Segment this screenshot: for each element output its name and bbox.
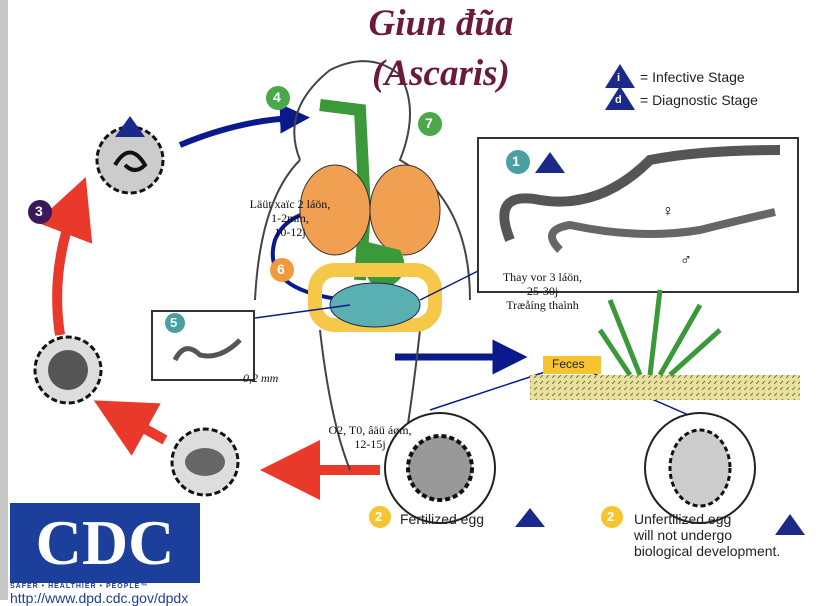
note-line: O2, T0, âäü áøm, (328, 423, 412, 437)
egg-morula (33, 335, 103, 405)
step-3: 3 (35, 203, 43, 219)
note-line: 10-12j (274, 225, 306, 239)
small-intestine (329, 282, 421, 328)
legend-d-symbol: d (615, 94, 622, 106)
grass (597, 289, 722, 377)
infective-stage-icon (605, 64, 635, 88)
diagnostic-stage-icon (515, 508, 545, 527)
cdc-url-link[interactable]: http://www.dpd.cdc.gov/dpdx (10, 590, 189, 606)
right-lung (369, 164, 441, 256)
cdc-logo-text: CDC (35, 507, 175, 578)
human-body-outline (254, 60, 471, 471)
step-5: 5 (170, 315, 178, 330)
legend-diagnostic: = Diagnostic Stage (640, 92, 758, 108)
note-line: 1-2mm, (271, 211, 309, 225)
soil (530, 375, 800, 400)
note-line: 12-15j (354, 437, 386, 451)
note-line: Træåíng thaình (506, 298, 579, 312)
step-1: 1 (512, 153, 520, 169)
cdc-logo: CDC (10, 503, 200, 583)
lung-note: Läüt xaïc 2 láön, 1-2mm, 10-12j (235, 197, 345, 239)
unfertilized-egg-label: Unfertilized egg will not undergo biolog… (634, 511, 780, 559)
note-line: 25-30j (526, 284, 559, 298)
step-6: 6 (277, 261, 285, 277)
pointer-line (254, 269, 701, 421)
adult-worm-female (499, 145, 781, 242)
label-line: Unfertilized egg (634, 511, 732, 527)
legend-infective: = Infective Stage (640, 69, 745, 85)
larva-size-note: 0,2 mm (243, 371, 279, 385)
label-line: biological development. (634, 543, 781, 559)
feces-box (543, 356, 601, 374)
larva (172, 338, 242, 362)
step-2-fertilized: 2 (375, 509, 383, 524)
title-line-1: Giun đũa (368, 3, 514, 44)
egg-two-cell (170, 427, 240, 497)
step-7: 7 (425, 115, 433, 131)
infective-stage-icon (115, 116, 145, 137)
egg-development-note: O2, T0, âäü áøm, 12-15j (310, 423, 430, 451)
diagnostic-stage-icon (535, 152, 565, 173)
note-line: Läüt xaïc 2 láön, (249, 197, 331, 211)
step-2-unfertilized: 2 (607, 509, 615, 524)
note-line: Thay vor 3 láön, (502, 270, 583, 284)
left-edge-strip (0, 0, 8, 600)
diagnostic-stage-icon (605, 86, 635, 110)
adult-worm-male (548, 208, 776, 253)
fertilized-egg-label: Fertilized egg (400, 511, 485, 527)
cdc-tagline: SAFER • HEALTHIER • PEOPLE™ (10, 583, 149, 590)
feces-label: Feces (552, 357, 585, 371)
step-4: 4 (273, 89, 281, 105)
title-line-2: (Ascaris) (372, 53, 510, 94)
legend-i-symbol: i (617, 72, 621, 84)
cycle-arrow (93, 400, 168, 456)
cycle-arrow (36, 176, 93, 336)
adult-note: Thay vor 3 láön, 25-30j Træåíng thaình (485, 270, 600, 312)
female-symbol: ♀ (662, 203, 674, 220)
label-line: will not undergo (634, 527, 733, 543)
body-arrow (178, 103, 310, 148)
male-symbol: ♂ (680, 252, 692, 269)
diagnostic-stage-icon (775, 514, 805, 535)
